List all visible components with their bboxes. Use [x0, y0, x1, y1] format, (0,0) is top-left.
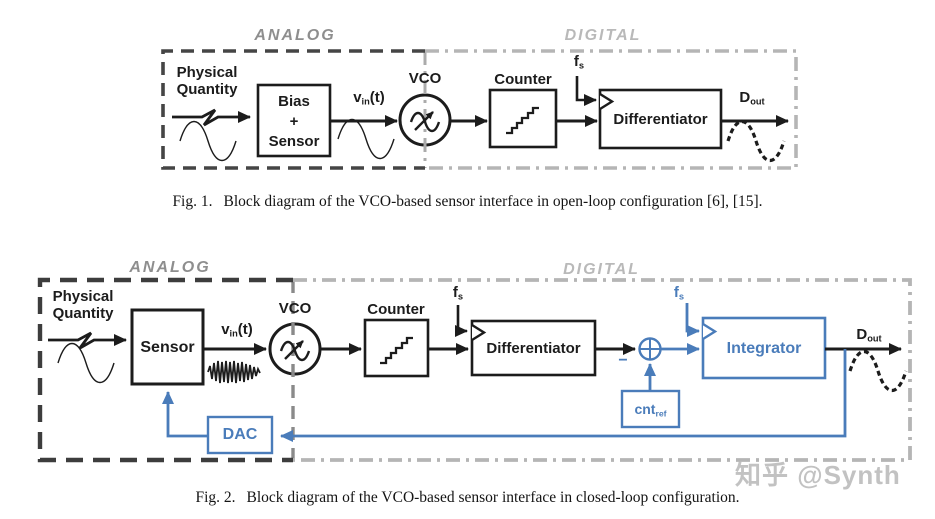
fig2-sensor-box	[130, 308, 205, 386]
vin-base: v	[221, 321, 230, 338]
fig2-physical-quantity-label: Physical Quantity	[40, 288, 126, 323]
fig2-physical-quantity-line2: Quantity	[52, 305, 114, 323]
fig2-physical-quantity-line1: Physical	[52, 288, 114, 305]
plus-line: +	[289, 113, 299, 130]
fig2-caption-number: Fig. 2.	[195, 489, 236, 506]
fig2-dac-label: DAC	[222, 426, 258, 443]
dout-sub: out	[750, 96, 765, 107]
staircase-icon	[380, 336, 413, 365]
sine-wave-icon	[179, 121, 237, 161]
sensor-line: Sensor	[268, 133, 320, 150]
fig2-differentiator-box	[470, 319, 597, 377]
sine-wave-icon	[57, 343, 115, 383]
fig1-counter-label: Counter	[494, 71, 552, 88]
fig1-physical-quantity-line2: Quantity	[176, 81, 238, 99]
fig1-fs-label: fs	[566, 53, 592, 71]
fig1-differentiator-label: Differentiator	[613, 111, 708, 128]
vin-sub: in	[361, 96, 370, 107]
fig2-differentiator-label: Differentiator	[486, 340, 581, 357]
vin-base: v	[353, 89, 362, 106]
digitized-sine-icon	[848, 350, 908, 392]
dout-base: D	[739, 89, 751, 106]
fig2-cntref-box	[620, 389, 681, 429]
summing-node-icon	[638, 337, 662, 361]
fig1-bias-sensor-label: Bias + Sensor	[258, 92, 330, 152]
fig1-vco-label: VCO	[408, 70, 442, 87]
watermark-text: 知乎 @Synth	[735, 460, 901, 490]
fig2-fs-counter-label: fs	[445, 284, 471, 302]
fig1-diagram	[161, 49, 798, 170]
noise-signal-icon	[207, 360, 261, 384]
feedback-line	[280, 349, 847, 442]
fig1-dout-label: Dout	[726, 89, 778, 107]
clock-input-icon	[702, 322, 718, 341]
fig1-analog-region-border	[161, 49, 425, 170]
fs-sub: s	[457, 291, 464, 302]
dout-base: D	[856, 326, 868, 343]
fig1-differentiator-box	[598, 88, 723, 150]
lightning-arrow-icon	[172, 108, 251, 127]
fig1-caption-number: Fig. 1.	[172, 193, 213, 210]
fig2-counter-label: Counter	[367, 301, 425, 318]
fig2-diagram	[37, 277, 912, 463]
fig1-caption-text: Block diagram of the VCO-based sensor in…	[223, 193, 763, 210]
fig2-caption: Fig. 2. Block diagram of the VCO-based se…	[0, 489, 935, 507]
fig1-analog-region-label: ANALOG	[254, 27, 336, 44]
fig1-physical-quantity-line1: Physical	[176, 64, 238, 81]
vco-symbol-icon	[409, 111, 441, 133]
fs-base: f	[573, 53, 579, 70]
bias-line: Bias	[278, 93, 310, 110]
vin-suffix: (t)	[369, 89, 385, 106]
fig2-sensor-label: Sensor	[140, 339, 195, 356]
clock-line-blue	[685, 303, 700, 337]
fig2-vco-label: VCO	[278, 300, 312, 317]
fig1-bias-sensor-box	[256, 83, 332, 158]
fig2-vin-label: vin(t)	[208, 321, 266, 339]
fig1-physical-quantity-label: Physical Quantity	[164, 64, 250, 99]
fig2-fs-integrator-label: fs	[666, 284, 692, 302]
clock-input-icon	[599, 92, 615, 111]
clock-input-icon	[471, 323, 487, 342]
fig2-dout-label: Dout	[843, 326, 895, 344]
staircase-icon	[506, 106, 539, 135]
fig1-digital-region-label: DIGITAL	[564, 27, 642, 44]
fs-sub: s	[678, 291, 685, 302]
fig1-vin-label: vin(t)	[340, 89, 398, 107]
dac-to-sensor-line	[162, 391, 208, 438]
fig1-caption: Fig. 1. Block diagram of the VCO-based se…	[0, 193, 935, 211]
cntref-base: cnt	[634, 401, 656, 417]
cntref-sub: ref	[655, 408, 667, 419]
fig1-digital-region-border	[425, 49, 798, 170]
fig2-digital-region-border	[293, 278, 912, 462]
vin-suffix: (t)	[237, 321, 253, 338]
fs-base: f	[452, 284, 458, 301]
sine-wave-icon	[337, 119, 395, 159]
vco-symbol-icon	[279, 340, 311, 362]
fig2-caption-text: Block diagram of the VCO-based sensor in…	[246, 489, 740, 506]
fig2-digital-region-label: DIGITAL	[563, 261, 640, 278]
fig2-analog-region-label: ANALOG	[129, 259, 211, 276]
dout-sub: out	[867, 333, 882, 344]
vin-sub: in	[229, 328, 238, 339]
fig2-integrator-box	[701, 316, 827, 380]
fig2-cntref-label: cntref	[622, 401, 679, 418]
fig2-minus-sign: −	[618, 352, 628, 369]
fs-base: f	[673, 284, 679, 301]
fig2-integrator-label: Integrator	[726, 340, 802, 357]
clock-line	[575, 76, 597, 106]
clock-line	[455, 305, 468, 337]
lightning-arrow-icon	[48, 331, 127, 350]
fs-sub: s	[578, 60, 585, 71]
digitized-sine-icon	[726, 120, 786, 162]
